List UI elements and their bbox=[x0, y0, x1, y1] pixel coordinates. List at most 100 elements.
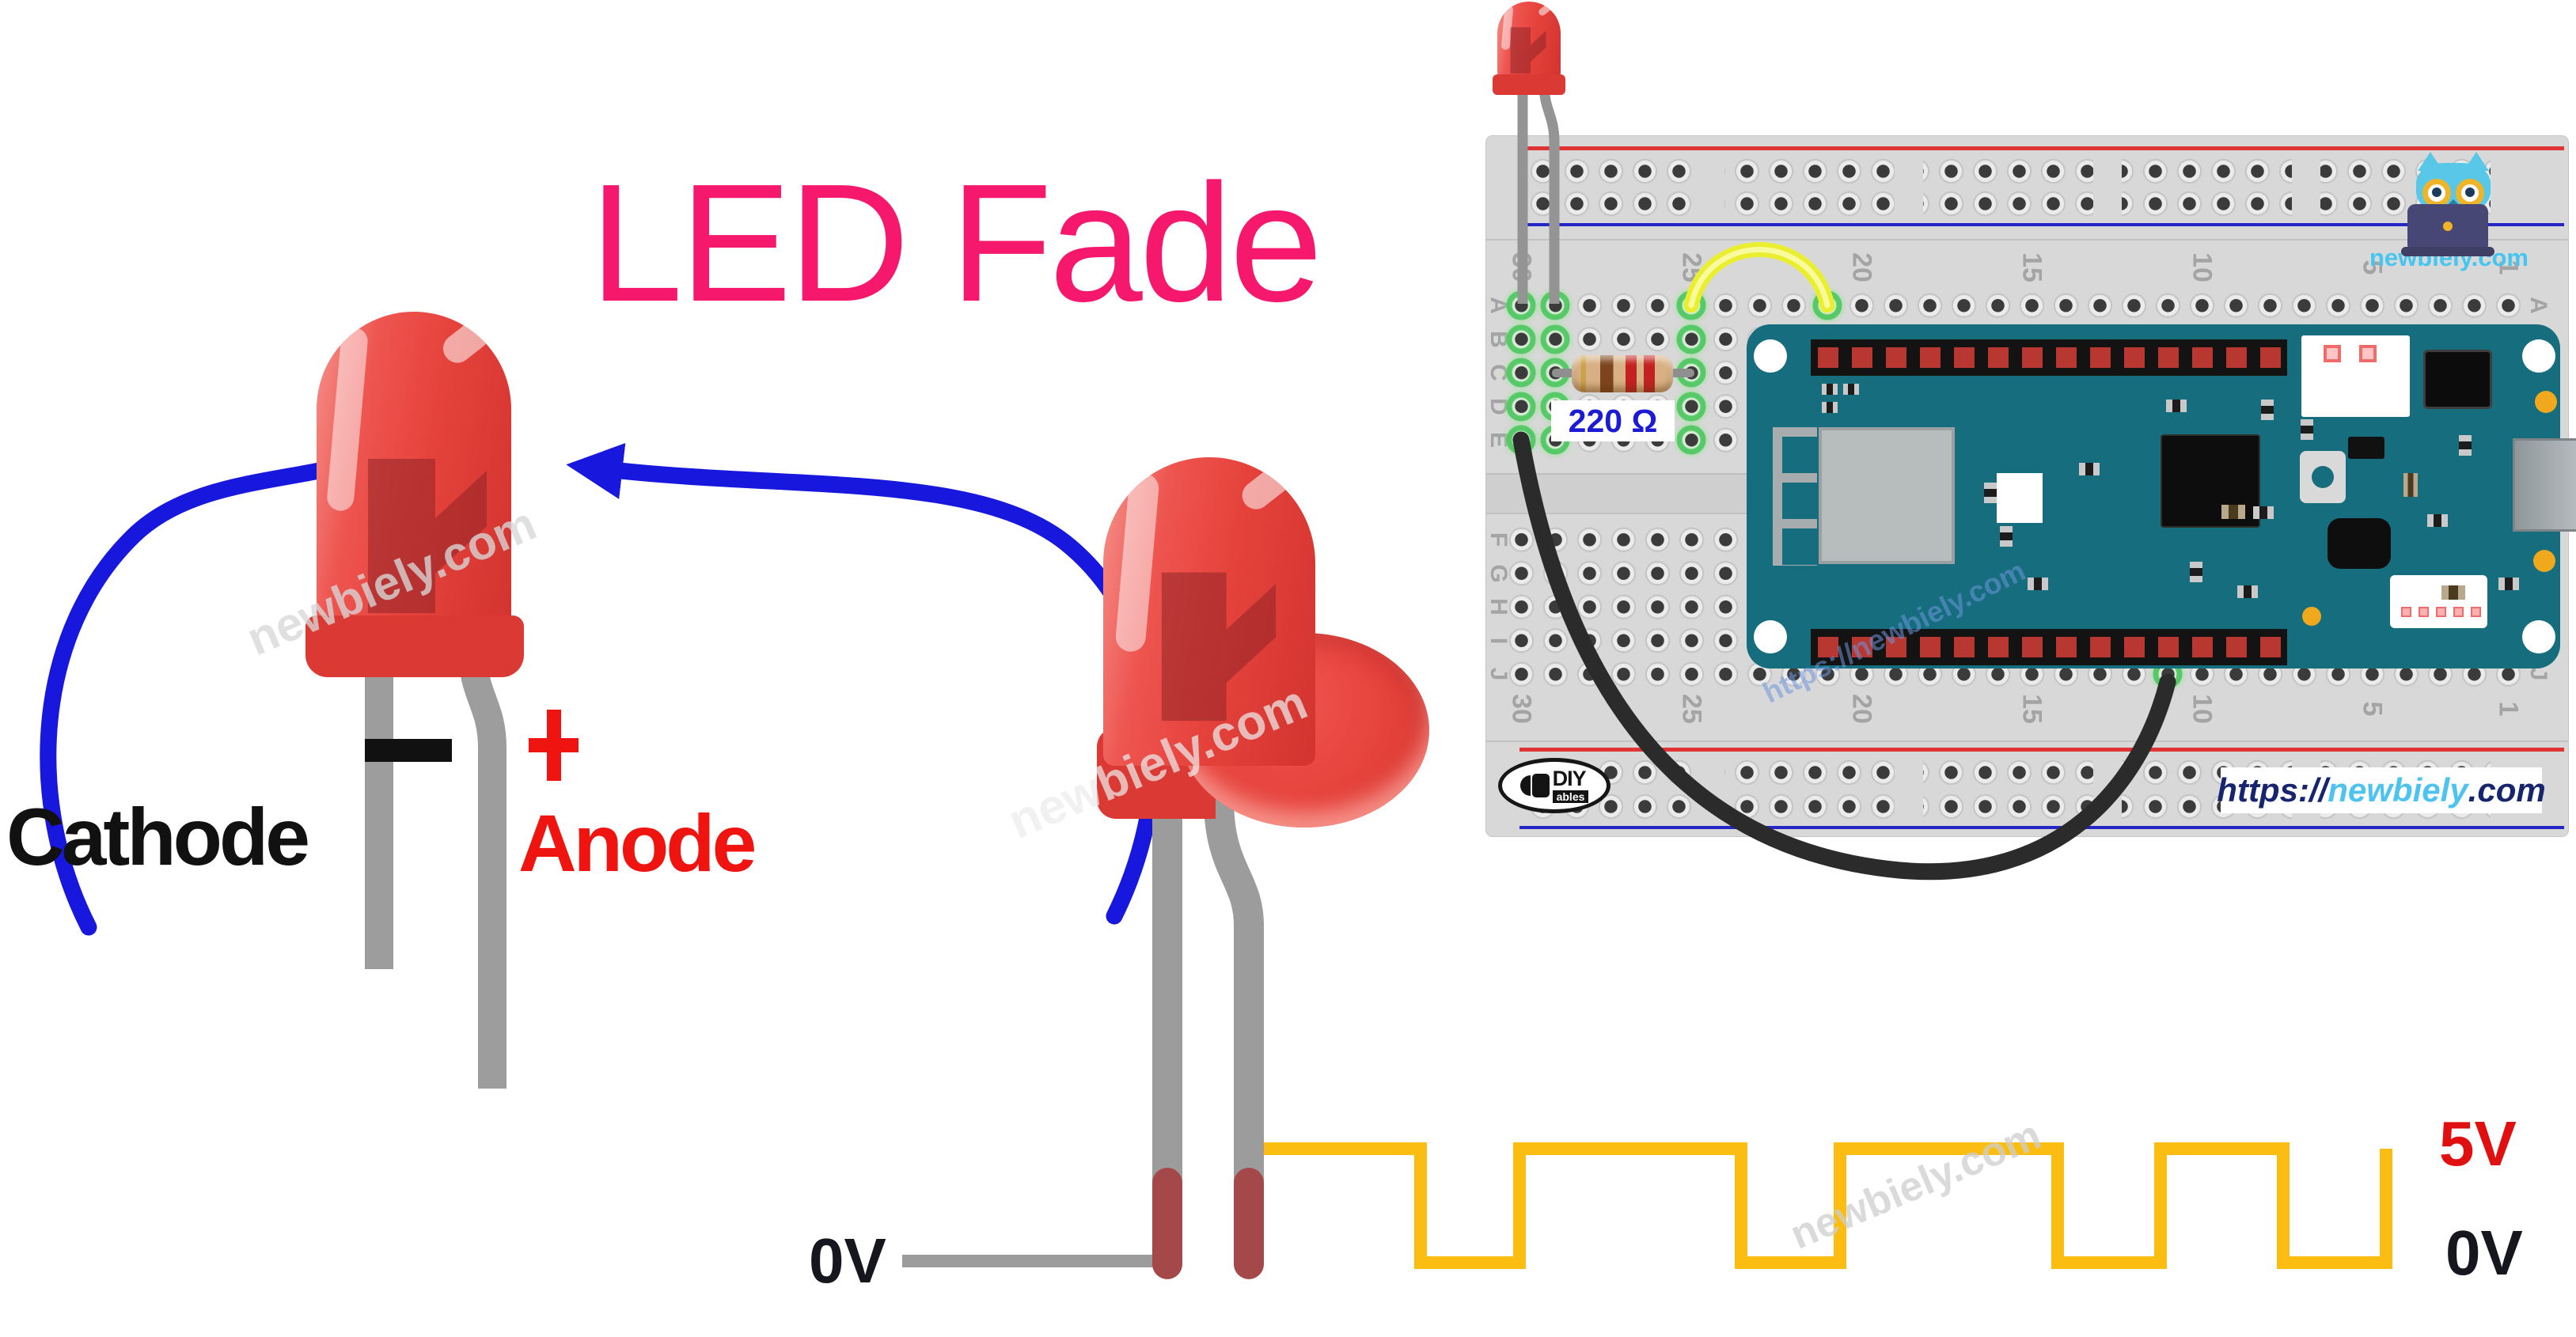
smd-component bbox=[2441, 585, 2465, 600]
smd-component bbox=[1822, 384, 1838, 395]
cathode-arrow-icon bbox=[40, 440, 390, 936]
header-pin bbox=[1913, 629, 1947, 665]
power-rail-blue-bottom bbox=[1519, 826, 2564, 829]
resistor-220ohm bbox=[1572, 355, 1673, 392]
led-internal-chip bbox=[368, 459, 487, 613]
owl-laptop-icon bbox=[2407, 204, 2488, 248]
pwm-led-anode-leg bbox=[1204, 798, 1264, 1264]
anode-label: Anode bbox=[518, 798, 757, 888]
header-pin bbox=[2151, 339, 2185, 376]
breadboard-led-internal-chip bbox=[1510, 27, 1546, 74]
cathode-minus-sign bbox=[365, 739, 452, 762]
jumper-wire-yellow-core bbox=[1688, 247, 1831, 309]
smd-component bbox=[2459, 435, 2472, 456]
smd-component bbox=[2079, 463, 2100, 475]
breadboard-led-flange bbox=[1493, 74, 1565, 95]
page-title: LED Fade bbox=[590, 149, 1323, 336]
breadboard-led-anode-leg bbox=[1538, 82, 1560, 304]
smd-component bbox=[2498, 578, 2519, 590]
mounting-hole bbox=[1754, 339, 1787, 373]
connector-pin bbox=[2436, 607, 2446, 617]
arduino-mkr-board bbox=[1747, 324, 2576, 668]
breadboard-divider bbox=[1486, 239, 2568, 241]
led-anode-leg bbox=[458, 648, 506, 1089]
connector-pin bbox=[2471, 607, 2481, 617]
ic-chip bbox=[2328, 518, 2391, 569]
header-pin bbox=[1947, 339, 1981, 376]
onboard-led bbox=[2324, 345, 2341, 362]
url-brand: newbiely bbox=[2328, 771, 2468, 809]
header-pin bbox=[2083, 629, 2117, 665]
power-rail-red-top bbox=[1519, 146, 2564, 150]
pwm-low-label-right: 0V bbox=[2445, 1218, 2523, 1288]
diyables-mark-icon bbox=[1519, 774, 1550, 797]
rf-shield-module bbox=[1819, 427, 1955, 564]
header-pin bbox=[1845, 339, 1879, 376]
pwm-low-label-left: 0V bbox=[809, 1225, 886, 1296]
connector-pin bbox=[2453, 607, 2464, 617]
owl-eye-icon bbox=[2465, 187, 2475, 197]
pin-header bbox=[1811, 629, 2287, 665]
jumper-wire-yellow bbox=[1683, 242, 1835, 313]
header-pin bbox=[1811, 339, 1845, 376]
smd-component bbox=[2000, 526, 2013, 547]
header-pin bbox=[1879, 339, 1913, 376]
pwm-led-internal-chip bbox=[1161, 572, 1277, 722]
breadboard-divider bbox=[1486, 740, 2568, 742]
header-pin bbox=[2185, 339, 2219, 376]
smd-component bbox=[1822, 402, 1838, 413]
smd-component bbox=[2028, 578, 2048, 590]
header-pin bbox=[2049, 629, 2083, 665]
header-pin bbox=[2083, 339, 2117, 376]
rail-holes-top-2 bbox=[1526, 187, 2491, 220]
header-pin bbox=[2015, 629, 2049, 665]
ground-wire-black bbox=[1512, 431, 2176, 881]
mounting-hole bbox=[2522, 620, 2555, 653]
connector-pin bbox=[2401, 607, 2411, 617]
smd-component bbox=[2427, 514, 2448, 527]
usb-port[interactable] bbox=[2513, 438, 2576, 532]
power-rail-red-bottom bbox=[1519, 748, 2564, 752]
header-pin bbox=[2185, 629, 2219, 665]
smd-component bbox=[2261, 400, 2274, 420]
header-pin bbox=[2219, 339, 2253, 376]
header-pin bbox=[2117, 629, 2151, 665]
battery-connector bbox=[2390, 575, 2487, 628]
header-pin bbox=[2219, 629, 2253, 665]
anode-plus-sign bbox=[529, 738, 579, 752]
pwm-high-label: 5V bbox=[2439, 1108, 2517, 1179]
header-pin bbox=[2049, 339, 2083, 376]
connector-pin bbox=[2419, 607, 2429, 617]
smd-component bbox=[2301, 419, 2313, 440]
url-suffix: .com bbox=[2468, 771, 2546, 809]
header-pin bbox=[2253, 629, 2287, 665]
smd-component bbox=[1984, 483, 1997, 503]
header-pin bbox=[2117, 339, 2151, 376]
white-chip bbox=[1997, 473, 2043, 523]
qfn-chip bbox=[2423, 350, 2492, 409]
header-pin bbox=[1845, 629, 1879, 665]
smd-component bbox=[2190, 562, 2202, 582]
mounting-hole bbox=[2522, 339, 2555, 373]
smd-component bbox=[2237, 585, 2258, 598]
test-pad bbox=[2533, 550, 2555, 572]
smd-component bbox=[2253, 506, 2274, 519]
header-pin bbox=[1913, 339, 1947, 376]
reset-button[interactable] bbox=[2300, 451, 2346, 503]
owl-eye-icon bbox=[2432, 187, 2441, 197]
pwm-square-wave bbox=[1249, 1142, 2392, 1269]
cathode-label: Cathode bbox=[6, 792, 310, 882]
smd-component bbox=[1843, 384, 1859, 395]
diyables-logo: DIY ables bbox=[1498, 758, 1610, 813]
test-pad bbox=[2302, 607, 2321, 626]
owl-laptop-base-icon bbox=[2401, 247, 2494, 256]
rail-holes-top-1 bbox=[1526, 155, 2491, 187]
led-indicator-area bbox=[2301, 335, 2410, 417]
resistor-value-text: 220 Ω bbox=[1568, 402, 1658, 439]
power-rail-blue-top bbox=[1519, 223, 2564, 226]
pin-header bbox=[1811, 339, 2287, 376]
header-pin bbox=[2253, 339, 2287, 376]
diyables-subtext: ables bbox=[1552, 790, 1589, 803]
diyables-text: DIY bbox=[1552, 767, 1587, 790]
